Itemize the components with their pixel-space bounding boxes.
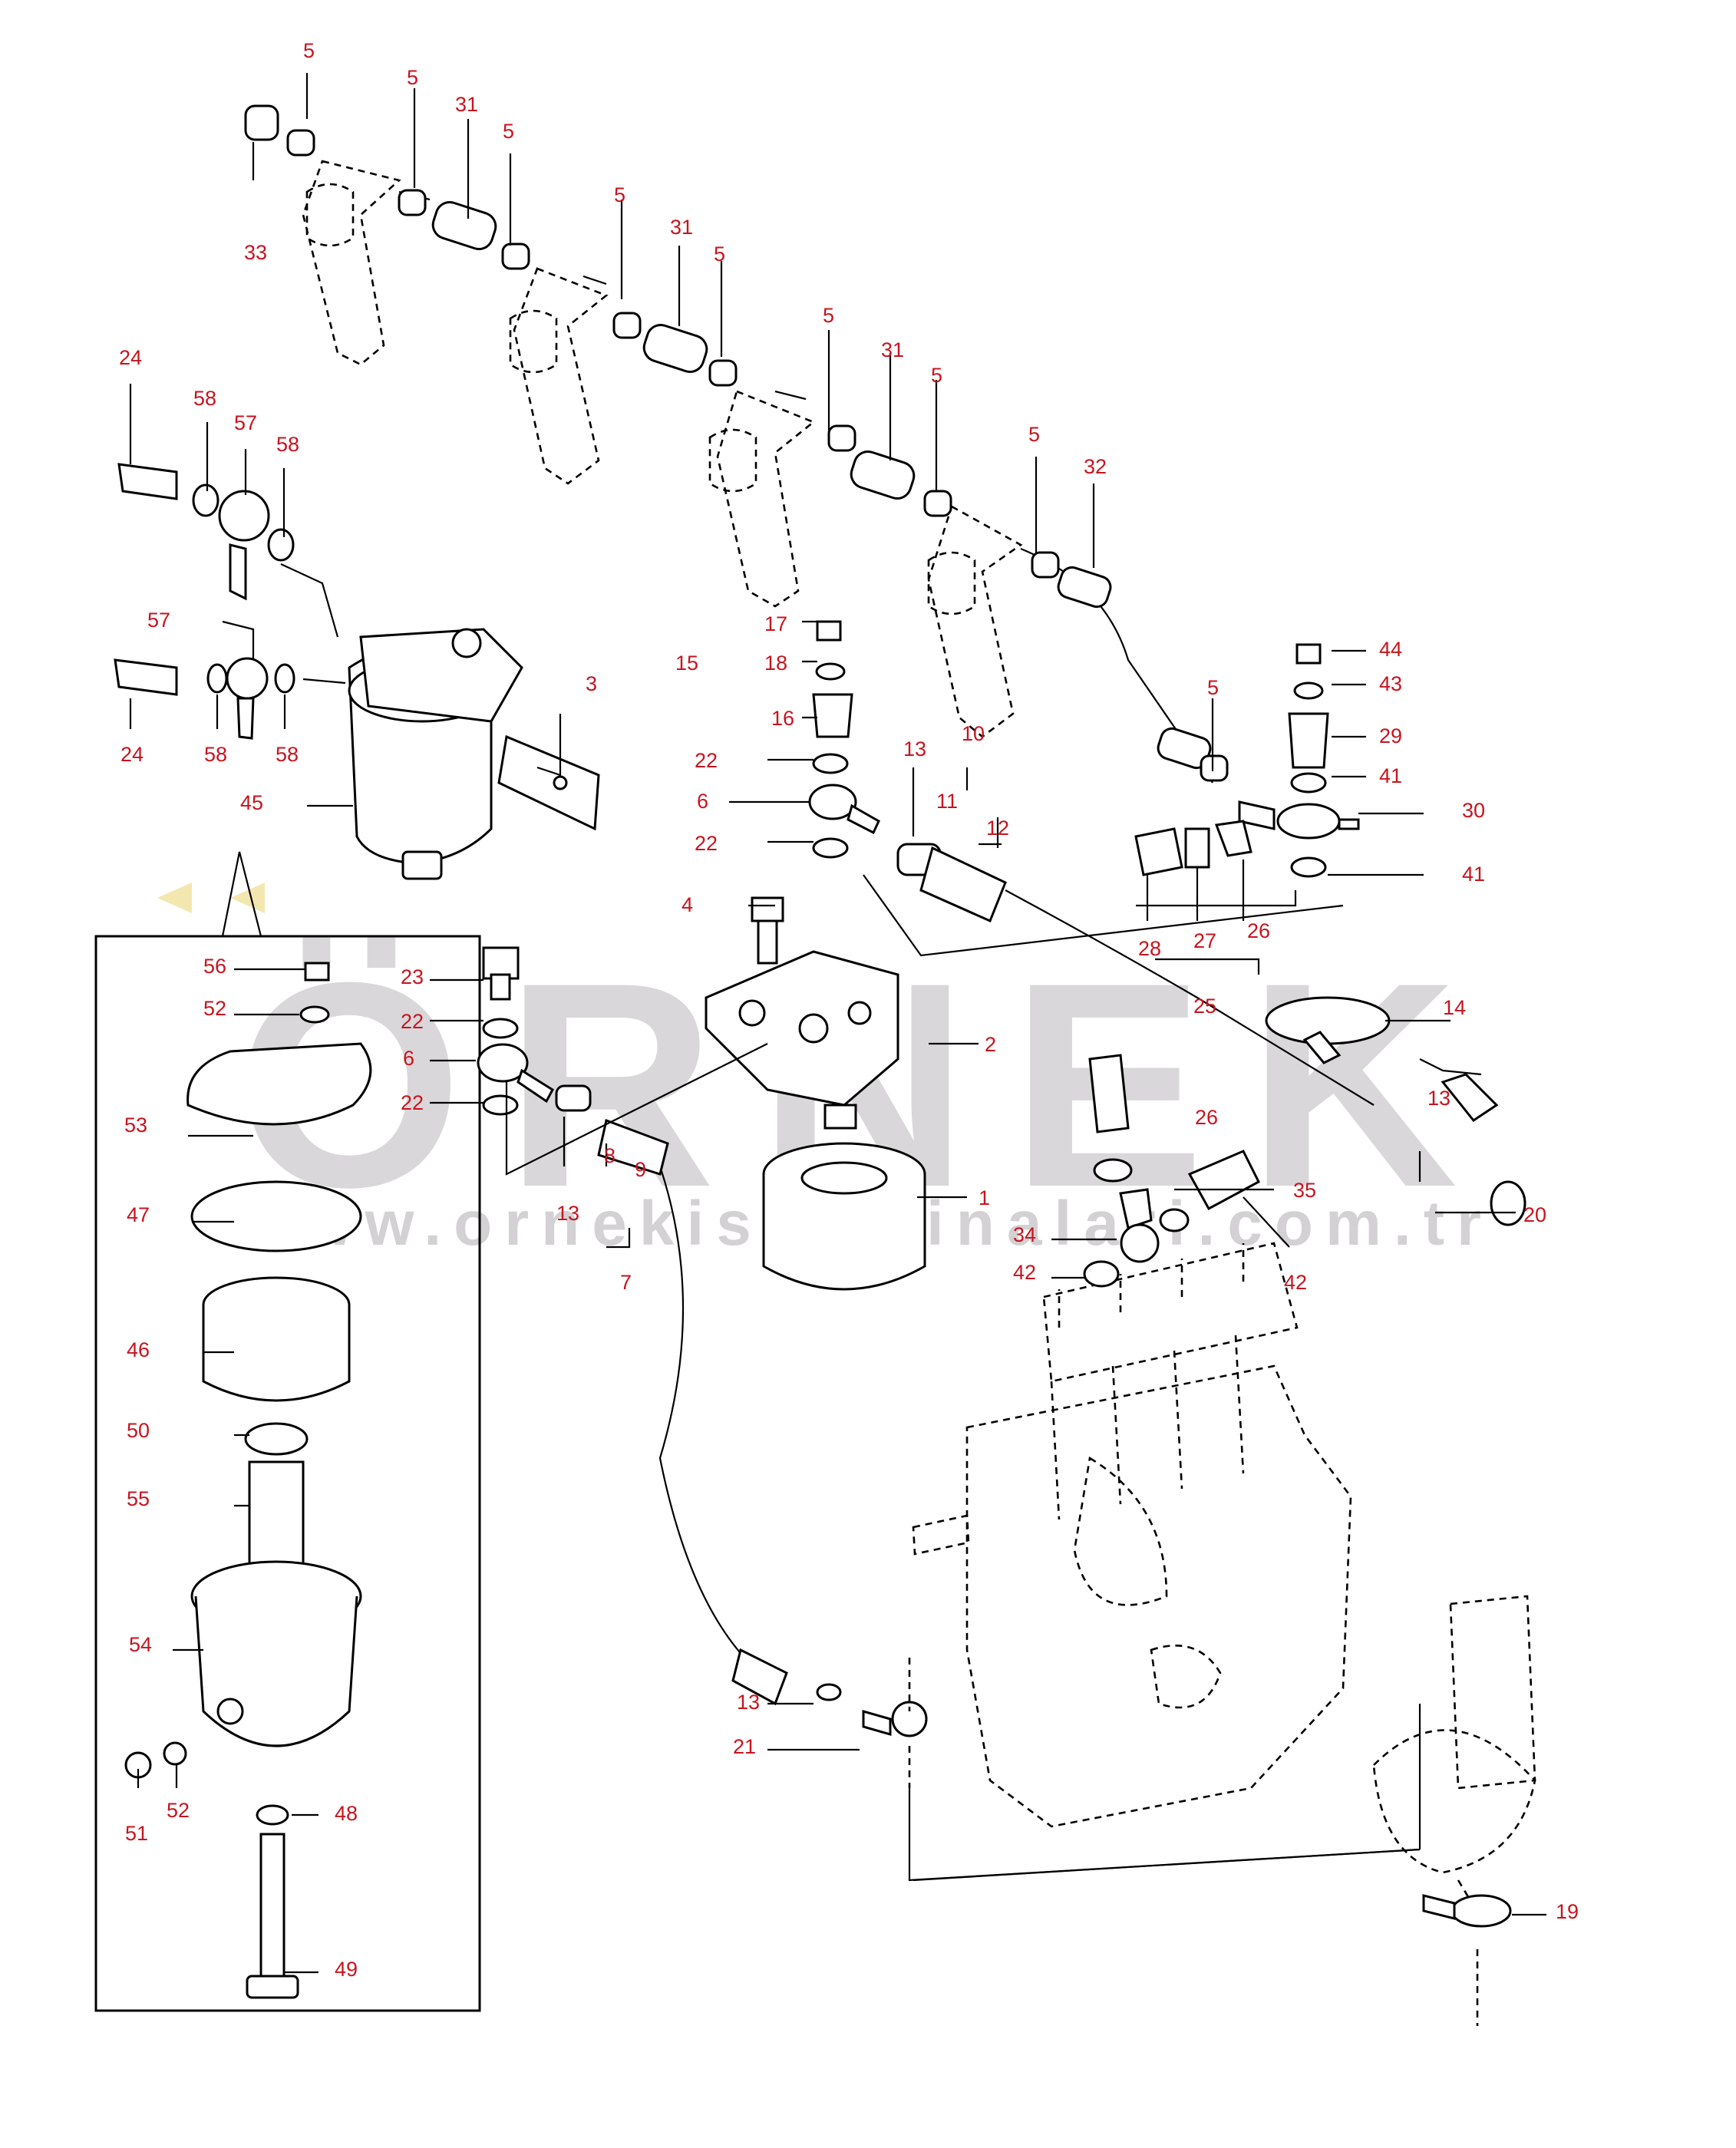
part-label: 46 xyxy=(127,1338,150,1361)
part-label: 35 xyxy=(1293,1179,1316,1202)
part-label: 34 xyxy=(1013,1223,1036,1246)
part-label: 14 xyxy=(1443,996,1466,1019)
part-label: 47 xyxy=(127,1203,150,1226)
part-label: 16 xyxy=(771,707,794,730)
part-label: 32 xyxy=(1084,455,1107,478)
part-label: 58 xyxy=(276,433,299,456)
part-label: 45 xyxy=(240,791,263,814)
part-label: 18 xyxy=(764,652,787,675)
cap-33 xyxy=(244,104,279,141)
part-labels: 5 5 31 5 33 5 31 5 5 31 5 5 32 24 58 57 … xyxy=(119,39,1579,1981)
part-label: 26 xyxy=(1247,919,1270,942)
part-label: 58 xyxy=(193,387,216,410)
part-label: 22 xyxy=(401,1091,424,1114)
part-label: 5 xyxy=(714,243,725,266)
part-label: 25 xyxy=(1193,995,1216,1018)
part-label: 58 xyxy=(204,743,227,766)
part-label: 19 xyxy=(1556,1900,1579,1923)
part-label: 8 xyxy=(604,1144,616,1167)
part-label: 5 xyxy=(614,183,625,206)
inset-frame xyxy=(94,935,481,2012)
part-label: 2 xyxy=(985,1033,996,1056)
part-label: 31 xyxy=(670,216,693,239)
part-label: 11 xyxy=(936,790,958,813)
part-label: 54 xyxy=(129,1633,152,1656)
part-label: 27 xyxy=(1193,929,1216,952)
filter-exploded-inset xyxy=(94,851,1260,2012)
part-label: 5 xyxy=(1028,423,1040,446)
part-label: 13 xyxy=(1427,1087,1451,1110)
part-label: 43 xyxy=(1379,672,1402,695)
part-label: 5 xyxy=(823,304,834,327)
part-label: 6 xyxy=(697,790,708,813)
part-label: 41 xyxy=(1462,863,1485,886)
part-label: 58 xyxy=(276,743,299,766)
part-label: 5 xyxy=(1207,676,1219,699)
part-label: 10 xyxy=(962,722,985,745)
part-label: 56 xyxy=(203,955,226,978)
part-label: 12 xyxy=(986,817,1009,840)
part-label: 3 xyxy=(586,672,597,695)
part-label: 33 xyxy=(244,241,267,264)
part-label: 13 xyxy=(737,1691,760,1714)
part-label: 57 xyxy=(147,609,170,632)
overflow-valve-group xyxy=(1134,643,1391,1064)
part-label: 15 xyxy=(675,652,698,675)
part-label: 6 xyxy=(403,1047,414,1070)
bracket-3 xyxy=(497,734,600,831)
part-label: 24 xyxy=(119,346,142,369)
part-label: 5 xyxy=(503,120,514,143)
part-label: 13 xyxy=(556,1202,579,1225)
part-label: 31 xyxy=(881,338,904,361)
part-label: 44 xyxy=(1379,638,1402,661)
part-label: 31 xyxy=(455,93,478,116)
part-label: 29 xyxy=(1379,724,1402,747)
part-label: 57 xyxy=(234,411,257,434)
part-label: 53 xyxy=(124,1114,147,1137)
part-label: 26 xyxy=(1195,1106,1218,1129)
part-label: 51 xyxy=(125,1822,148,1845)
part-label: 4 xyxy=(682,893,693,916)
part-label: 24 xyxy=(120,743,144,766)
part-label: 13 xyxy=(903,737,926,761)
fuel-filter-assembly xyxy=(114,463,600,880)
leader-lines xyxy=(129,73,1546,1974)
part-label: 41 xyxy=(1379,764,1402,787)
part-label: 28 xyxy=(1138,937,1161,960)
part-label: 5 xyxy=(407,66,418,89)
part-label: 50 xyxy=(127,1419,150,1442)
part-label: 5 xyxy=(303,39,315,62)
filter-head-and-element xyxy=(705,620,1375,1291)
part-label: 42 xyxy=(1284,1271,1307,1294)
part-label: 30 xyxy=(1462,799,1485,822)
part-label: 49 xyxy=(335,1958,358,1981)
part-label: 21 xyxy=(733,1735,756,1758)
part-label: 23 xyxy=(401,965,424,988)
part-label: 7 xyxy=(620,1271,632,1294)
part-label: 52 xyxy=(203,997,226,1020)
part-label: 5 xyxy=(931,364,942,387)
part-label: 22 xyxy=(695,749,718,772)
part-label: 20 xyxy=(1523,1203,1546,1226)
part-label: 9 xyxy=(635,1158,646,1181)
part-label: 17 xyxy=(764,612,787,635)
part-label: 55 xyxy=(127,1487,150,1510)
part-label: 48 xyxy=(335,1802,358,1825)
part-label: 52 xyxy=(167,1799,190,1822)
part-label: 42 xyxy=(1013,1261,1036,1284)
part-label: 22 xyxy=(401,1010,424,1033)
watermark-accent-marks xyxy=(157,883,265,913)
part-label: 1 xyxy=(979,1186,990,1209)
part-label: 22 xyxy=(695,832,718,855)
return-hoses xyxy=(244,104,1229,782)
injection-pump xyxy=(658,1058,1536,2026)
